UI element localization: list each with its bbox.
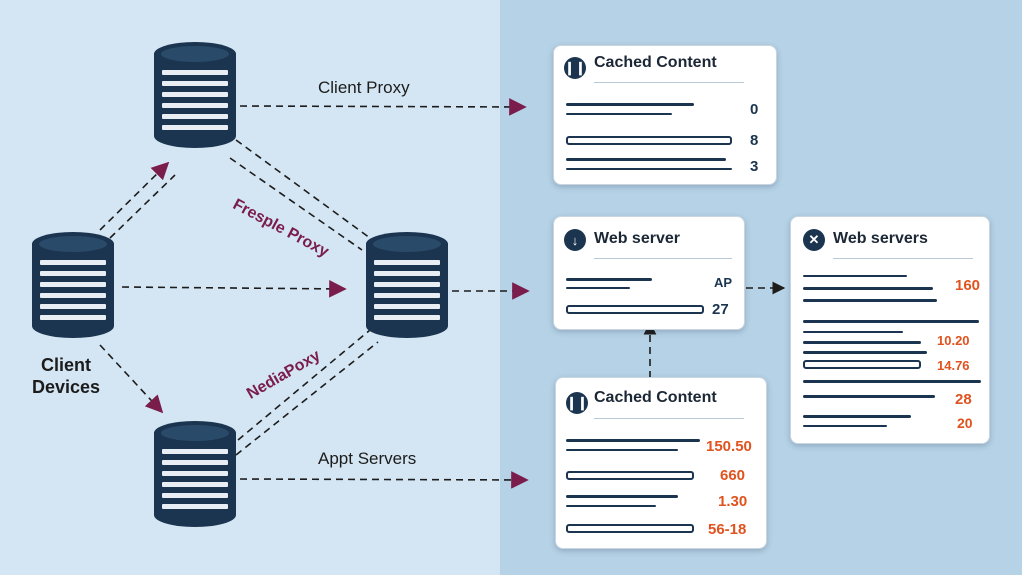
value-text: 1.30 [718,493,748,510]
edge-client-to-top [99,161,170,231]
edge-client-to-bottom [99,344,164,414]
data-bar [803,415,911,418]
value-text: 3 [750,158,759,175]
cached-content-card-top: ❙❙ Cached Content 0 8 3 [553,45,777,185]
data-bar [803,380,981,383]
value-text: 0 [750,101,759,118]
value-text: 660 [720,467,746,484]
value-text: 27 [712,301,729,318]
card-title: Cached Content [594,389,717,406]
data-bar [566,158,726,161]
pause-icon: ❙❙ [564,57,586,79]
value-text: 14.76 [937,358,970,373]
pause-icon: ❙❙ [566,392,588,414]
card-title: Web servers [833,230,928,247]
data-bar [803,287,933,290]
web-server-card: ↓ Web server AP 27 [553,216,745,330]
value-text: 56-18 [708,521,747,538]
data-bar [803,351,927,354]
data-bar [566,103,694,106]
data-box [566,305,704,314]
divider [594,82,744,83]
edge-top-to-middle [235,139,371,239]
divider [594,418,744,419]
value-text: 28 [955,391,972,408]
data-bar [803,275,907,277]
web-servers-card: ✕ Web servers 160 10.20 14.76 28 20 [790,216,990,444]
data-bar [566,505,656,507]
data-bar [803,341,921,344]
cached-content-card-bottom: ❙❙ Cached Content 150.50 660 1.30 56-18 [555,377,767,549]
database-icon-bottom [150,418,240,535]
card-title: Web server [594,230,680,247]
database-icon-middle [362,226,452,349]
data-bar [566,439,700,442]
edge-top-to-cached [239,98,527,116]
data-box [803,360,921,369]
data-bar [803,320,979,323]
value-text: 150.50 [706,438,752,455]
edge-bottom-to-cached [239,471,529,489]
divider [833,258,973,259]
data-box [566,136,732,145]
data-box [566,524,694,533]
data-bar [566,287,630,289]
data-bar [566,278,652,281]
value-text: 20 [957,415,973,431]
database-icon-top [150,40,240,155]
data-bar [566,113,672,115]
appt-servers-label: Appt Servers [318,449,417,468]
card-title: Cached Content [594,54,717,71]
data-bar [566,449,678,451]
client-devices-label: Client Devices [31,355,101,397]
client-proxy-label: Client Proxy [318,78,410,97]
data-bar [803,299,937,302]
close-icon: ✕ [803,229,825,251]
data-bar [803,395,935,398]
divider [594,258,732,259]
value-text: AP [714,275,733,290]
download-icon: ↓ [564,229,586,251]
data-box [566,471,694,480]
edge-bottom-to-middle [237,329,371,441]
database-icon-client [28,225,118,350]
data-bar [803,331,903,333]
data-bar [803,425,887,427]
value-text: 8 [750,132,759,149]
data-bar [566,168,732,170]
edge-client-to-middle [121,280,347,298]
value-text: 10.20 [937,333,970,348]
data-bar [566,495,678,498]
value-text: 160 [955,277,981,294]
